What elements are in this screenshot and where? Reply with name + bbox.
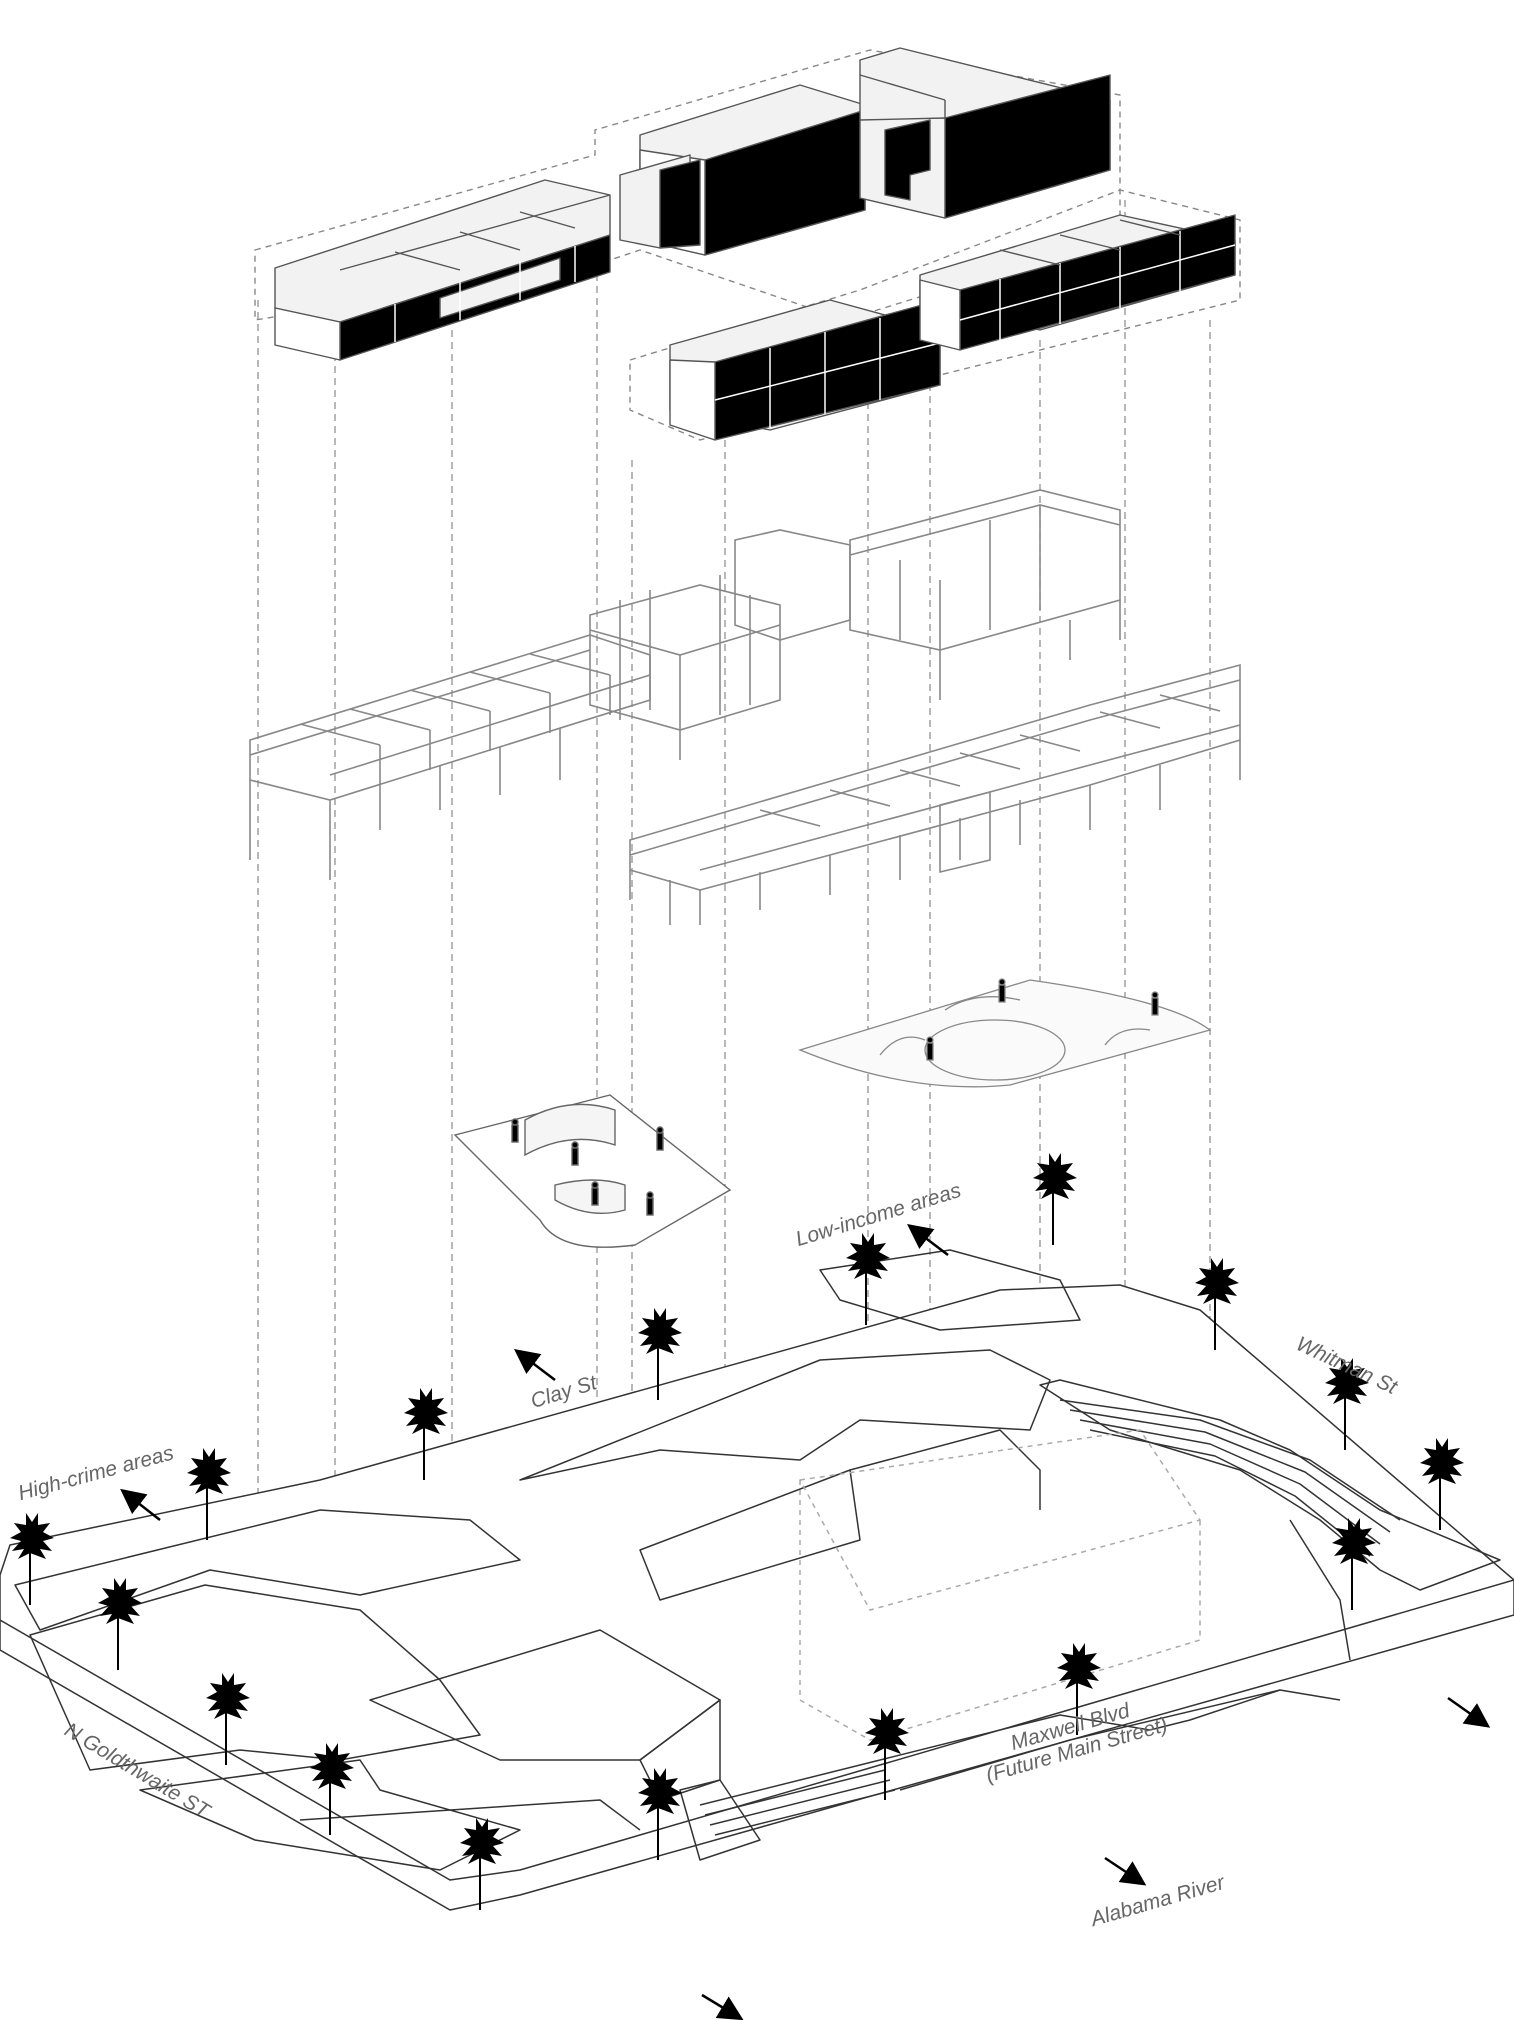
direction-arrows bbox=[120, 1223, 1491, 2020]
person-icon bbox=[646, 1191, 654, 1216]
person-icon bbox=[571, 1141, 579, 1166]
person-icon bbox=[1151, 991, 1159, 1016]
arrow-icon bbox=[514, 1348, 556, 1381]
arrow-icon bbox=[701, 1993, 744, 2020]
arrow-icon bbox=[120, 1488, 161, 1521]
plaza-east bbox=[798, 978, 1212, 1088]
arrow-icon bbox=[907, 1223, 949, 1256]
person-icon bbox=[998, 978, 1006, 1003]
person-icon bbox=[926, 1036, 934, 1061]
person-icon bbox=[511, 1118, 519, 1143]
plaza-west bbox=[453, 1094, 732, 1248]
building-volumes bbox=[254, 47, 1241, 441]
arrow-icon bbox=[1447, 1696, 1491, 1728]
person-icon bbox=[591, 1181, 599, 1206]
terraced-site bbox=[0, 1249, 1514, 1911]
structural-frame bbox=[249, 489, 1241, 925]
arrow-icon bbox=[1104, 1856, 1147, 1886]
person-icon bbox=[656, 1126, 664, 1151]
